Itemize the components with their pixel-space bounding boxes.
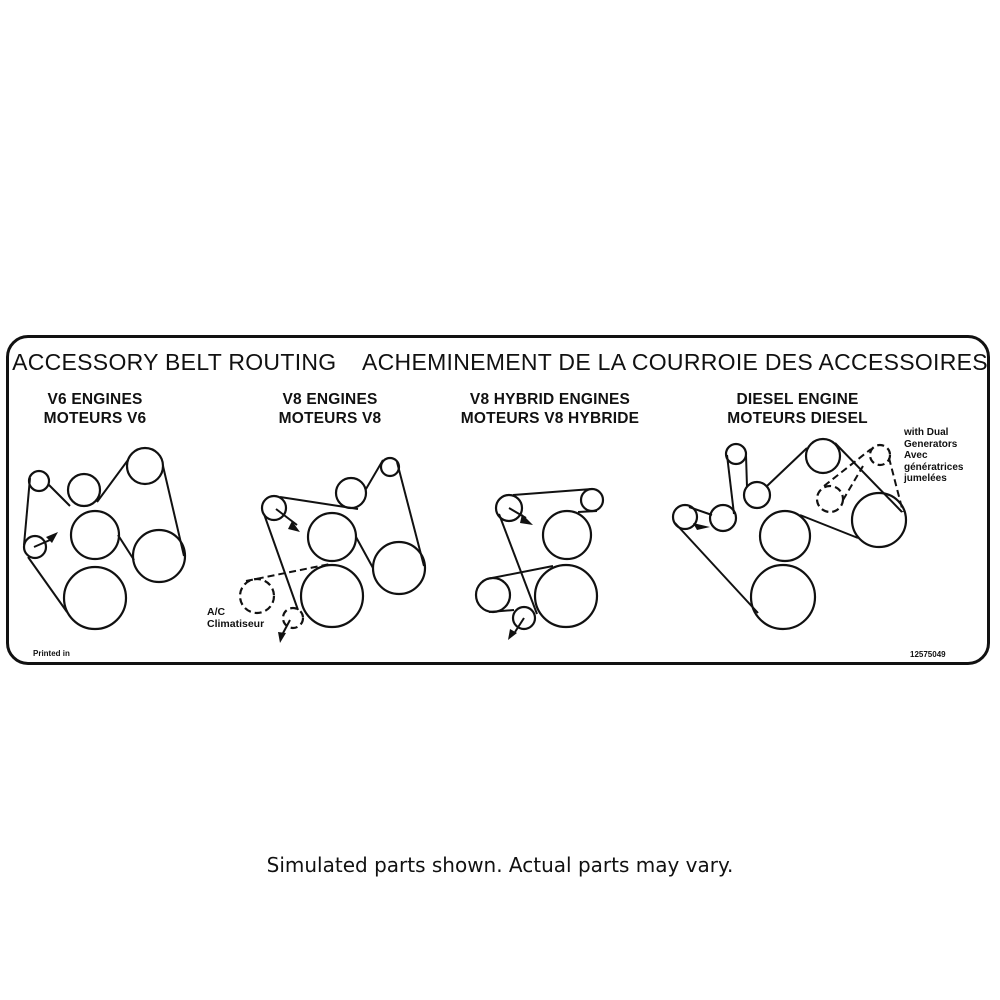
diesel-belt-diagram — [671, 437, 908, 631]
ac-label: A/C Climatiseur — [207, 606, 265, 630]
tensioner-arrow-icon — [288, 521, 300, 532]
disclaimer-text: Simulated parts shown. Actual parts may … — [266, 853, 734, 877]
tensioner-arrow-icon — [278, 632, 286, 643]
v6-belt-diagram — [22, 446, 187, 631]
tensioner-arrow-icon — [693, 523, 710, 530]
v8-belt-diagram — [238, 456, 427, 643]
section-header-diesel: DIESEL ENGINE MOTEURS DIESEL — [727, 391, 868, 427]
title-english: ACCESSORY BELT ROUTING — [12, 349, 337, 375]
section-header-v6: V6 ENGINES MOTEURS V6 — [43, 391, 147, 427]
v8-hybrid-belt-diagram — [474, 487, 605, 640]
dual-generators-note: with Dual Generators Avec génératrices j… — [904, 427, 964, 484]
tensioner-arrow-icon — [46, 532, 58, 543]
title-french: ACHEMINEMENT DE LA COURROIE DES ACCESSOI… — [362, 349, 988, 375]
label-title: ACCESSORY BELT ROUTING ACHEMINEMENT DE L… — [0, 349, 1000, 376]
section-header-v8-hybrid: V8 HYBRID ENGINES MOTEURS V8 HYBRIDE — [460, 391, 640, 427]
part-number: 12575049 — [910, 650, 946, 659]
section-header-v8: V8 ENGINES MOTEURS V8 — [278, 391, 382, 427]
tensioner-arrow-icon — [508, 629, 517, 640]
printed-in-text: Printed in — [33, 649, 70, 658]
tensioner-arrow-icon — [520, 514, 533, 525]
